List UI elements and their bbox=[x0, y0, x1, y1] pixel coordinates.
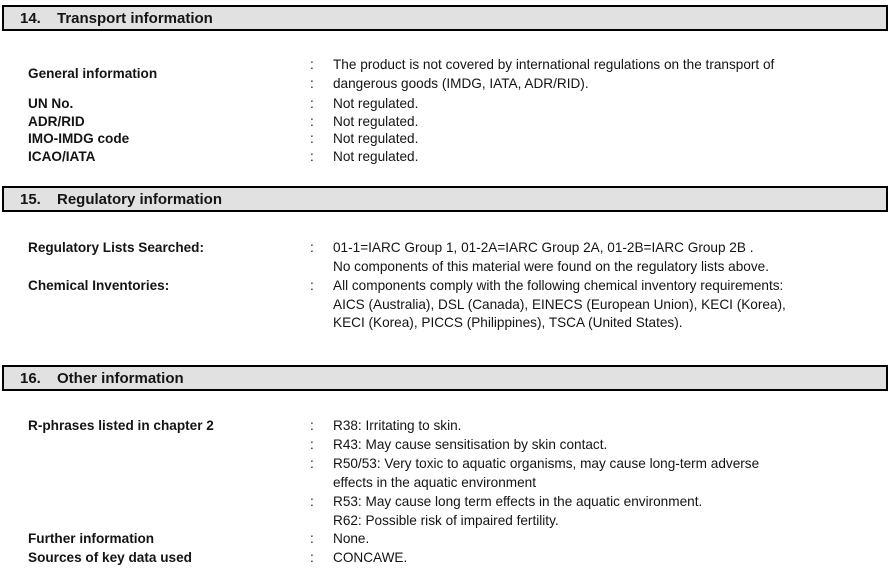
field-value: : Not regulated. bbox=[310, 95, 895, 113]
field-value-line: KECI (Korea), PICCS (Philippines), TSCA … bbox=[310, 314, 895, 333]
field-value-line: : None. bbox=[310, 530, 895, 549]
field-value-text: Not regulated. bbox=[333, 113, 419, 129]
separator-colon: : bbox=[310, 436, 314, 452]
section-number: 14. bbox=[20, 9, 41, 27]
field-value: : Not regulated. bbox=[310, 148, 895, 166]
field-label: General information bbox=[28, 66, 158, 82]
field-label: ICAO/IATA bbox=[28, 148, 96, 164]
field-value: : 01-1=IARC Group 1, 01-2A=IARC Group 2A… bbox=[310, 239, 895, 276]
field-value-line: AICS (Australia), DSL (Canada), EINECS (… bbox=[310, 296, 895, 315]
field-value-text: R50/53: Very toxic to aquatic organisms,… bbox=[333, 455, 760, 471]
field-row: General information : The product is not… bbox=[0, 56, 895, 93]
field-value-line: : R43: May cause sensitisation by skin c… bbox=[310, 436, 895, 455]
section-header-bar: 15. Regulatory information bbox=[2, 186, 888, 212]
field-value-text: The product is not covered by internatio… bbox=[333, 57, 775, 72]
field-value-line: : Not regulated. bbox=[310, 113, 895, 131]
field-row: Further information : None. bbox=[0, 530, 895, 549]
field-value-line: : R50/53: Very toxic to aquatic organism… bbox=[310, 455, 895, 474]
separator-colon: : bbox=[310, 75, 314, 91]
field-value-text: Not regulated. bbox=[333, 148, 419, 164]
field-value-text: R53: May cause long term effects in the … bbox=[333, 493, 703, 509]
separator-colon: : bbox=[310, 57, 314, 72]
field-value-line: No components of this material were foun… bbox=[310, 258, 895, 277]
field-row: IMO-IMDG code : Not regulated. bbox=[0, 130, 895, 148]
field-row: Sources of key data used : CONCAWE. bbox=[0, 549, 895, 568]
field-value-text: dangerous goods (IMDG, IATA, ADR/RID). bbox=[333, 75, 589, 91]
section-content: General information : The product is not… bbox=[0, 56, 895, 166]
field-value-line: : Not regulated. bbox=[310, 130, 895, 148]
field-label: Further information bbox=[28, 531, 155, 547]
field-value: : R38: Irritating to skin. : R43: May ca… bbox=[310, 417, 895, 530]
field-row: R-phrases listed in chapter 2 : R38: Irr… bbox=[0, 417, 895, 530]
field-value-line: : The product is not covered by internat… bbox=[310, 56, 895, 75]
field-label: R-phrases listed in chapter 2 bbox=[28, 418, 214, 433]
separator-colon: : bbox=[310, 148, 314, 164]
field-value-text: 01-1=IARC Group 1, 01-2A=IARC Group 2A, … bbox=[333, 240, 754, 255]
field-value-line: : dangerous goods (IMDG, IATA, ADR/RID). bbox=[310, 75, 895, 94]
field-value-line: : CONCAWE. bbox=[310, 549, 895, 568]
field-value: : All components comply with the followi… bbox=[310, 277, 895, 333]
field-row: UN No. : Not regulated. bbox=[0, 95, 895, 113]
field-value-text: All components comply with the following… bbox=[333, 278, 784, 294]
field-value-line: : R38: Irritating to skin. bbox=[310, 417, 895, 436]
field-value-text: None. bbox=[333, 531, 370, 547]
field-row: Regulatory Lists Searched: : 01-1=IARC G… bbox=[0, 239, 895, 276]
separator-colon: : bbox=[310, 131, 314, 147]
field-row: Chemical Inventories: : All components c… bbox=[0, 277, 895, 333]
field-value-text: Not regulated. bbox=[333, 96, 419, 112]
field-value-text: Not regulated. bbox=[333, 131, 419, 147]
field-value-text: effects in the aquatic environment bbox=[333, 474, 537, 490]
field-label: Sources of key data used bbox=[28, 550, 192, 566]
field-label: ADR/RID bbox=[28, 113, 85, 129]
field-label: IMO-IMDG code bbox=[28, 131, 130, 147]
separator-colon bbox=[310, 258, 333, 277]
separator-colon: : bbox=[310, 113, 314, 129]
separator-colon: : bbox=[310, 455, 314, 471]
section-title: Transport information bbox=[57, 9, 213, 27]
field-value-line: : All components comply with the followi… bbox=[310, 277, 895, 296]
separator-colon: : bbox=[310, 96, 314, 112]
section-header-bar: 16. Other information bbox=[2, 365, 888, 391]
separator-colon bbox=[310, 512, 333, 531]
field-value-text: R62: Possible risk of impaired fertility… bbox=[333, 512, 559, 528]
section-number: 15. bbox=[20, 190, 41, 208]
field-label: Chemical Inventories: bbox=[28, 278, 170, 294]
field-value-line: effects in the aquatic environment bbox=[310, 474, 895, 493]
separator-colon bbox=[310, 296, 333, 315]
field-value-text: CONCAWE. bbox=[333, 550, 408, 566]
field-value-line: : R53: May cause long term effects in th… bbox=[310, 493, 895, 512]
section-content: Regulatory Lists Searched: : 01-1=IARC G… bbox=[0, 239, 895, 333]
separator-colon: : bbox=[310, 418, 314, 433]
field-value-text: R38: Irritating to skin. bbox=[333, 418, 462, 433]
field-value-text: R43: May cause sensitisation by skin con… bbox=[333, 436, 608, 452]
separator-colon: : bbox=[310, 240, 314, 255]
field-value-line: : Not regulated. bbox=[310, 148, 895, 166]
field-row: ADR/RID : Not regulated. bbox=[0, 113, 895, 131]
field-value-line: : Not regulated. bbox=[310, 95, 895, 113]
separator-colon bbox=[310, 314, 333, 333]
section-content: R-phrases listed in chapter 2 : R38: Irr… bbox=[0, 417, 895, 568]
separator-colon: : bbox=[310, 550, 314, 566]
field-value-text: No components of this material were foun… bbox=[333, 258, 769, 274]
field-value: : Not regulated. bbox=[310, 113, 895, 131]
field-value: : Not regulated. bbox=[310, 130, 895, 148]
field-value-text: KECI (Korea), PICCS (Philippines), TSCA … bbox=[333, 315, 683, 331]
field-value-line: : 01-1=IARC Group 1, 01-2A=IARC Group 2A… bbox=[310, 239, 895, 258]
separator-colon: : bbox=[310, 493, 314, 509]
field-label: UN No. bbox=[28, 96, 74, 112]
section-title: Other information bbox=[57, 369, 184, 387]
field-value: : The product is not covered by internat… bbox=[310, 56, 895, 93]
separator-colon bbox=[310, 474, 333, 493]
separator-colon: : bbox=[310, 531, 314, 547]
field-label: Regulatory Lists Searched: bbox=[28, 240, 205, 255]
field-value-line: R62: Possible risk of impaired fertility… bbox=[310, 512, 895, 531]
field-value: : None. bbox=[310, 530, 895, 549]
section-header-bar: 14. Transport information bbox=[2, 5, 888, 31]
separator-colon: : bbox=[310, 278, 314, 294]
field-value-text: AICS (Australia), DSL (Canada), EINECS (… bbox=[333, 296, 786, 312]
section-number: 16. bbox=[20, 369, 41, 387]
section-title: Regulatory information bbox=[57, 190, 223, 208]
field-value: : CONCAWE. bbox=[310, 549, 895, 568]
field-row: ICAO/IATA : Not regulated. bbox=[0, 148, 895, 166]
